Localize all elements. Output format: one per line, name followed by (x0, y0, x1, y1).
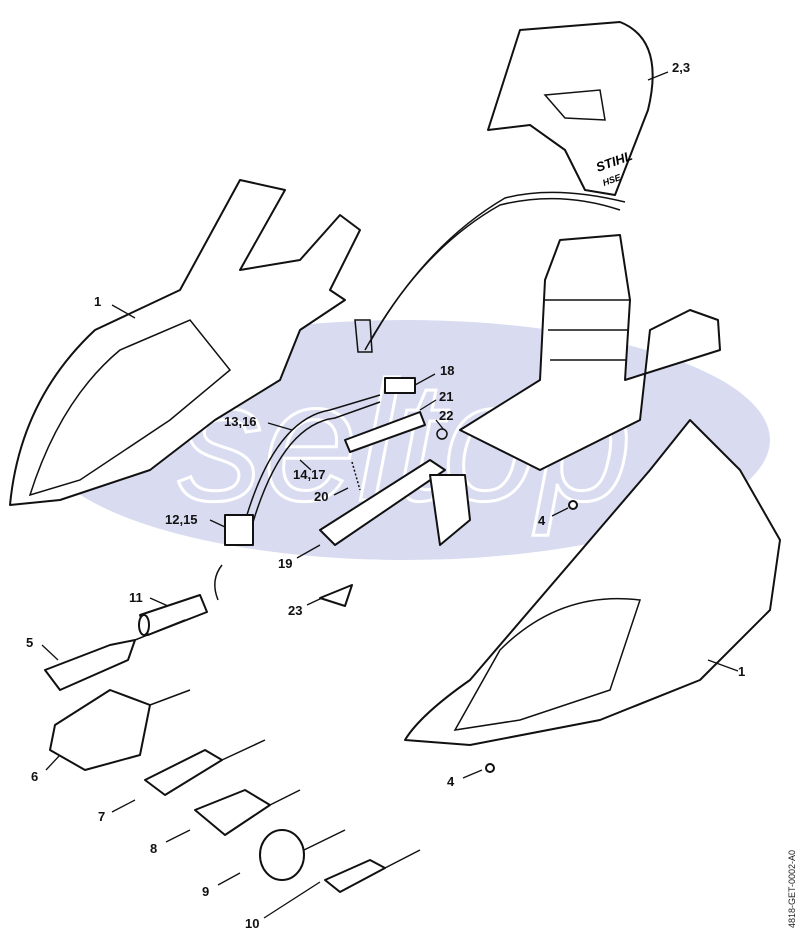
callout-7: 7 (98, 809, 105, 824)
part-plugs[interactable] (44, 619, 421, 893)
part-housing-left[interactable] (9, 179, 361, 506)
callout-21: 21 (439, 389, 453, 404)
callout-22: 22 (439, 408, 453, 423)
callout-12-15: 12,15 (165, 512, 198, 527)
leader-lines (41, 71, 739, 919)
callout-14-17: 14,17 (293, 467, 326, 482)
callout-6: 6 (31, 769, 38, 784)
callout-4-lower: 4 (447, 774, 455, 789)
callout-20: 20 (314, 489, 328, 504)
callout-19: 19 (278, 556, 292, 571)
callout-18: 18 (440, 363, 454, 378)
callout-13-16: 13,16 (224, 414, 257, 429)
part-cable-harness[interactable] (239, 191, 626, 541)
part-cover[interactable]: STIHL HSE (487, 21, 654, 196)
callout-9: 9 (202, 884, 209, 899)
callout-8: 8 (150, 841, 157, 856)
callout-11: 11 (129, 590, 143, 605)
callout-10: 10 (245, 916, 259, 931)
drawing-code: 4818-GET-0002-A0 (787, 849, 797, 928)
callout-2-3: 2,3 (672, 60, 690, 75)
callout-5: 5 (26, 635, 33, 650)
callout-1-right: 1 (738, 664, 745, 679)
part-housing-right[interactable] (404, 419, 781, 746)
part-motor-assembly[interactable] (459, 234, 721, 471)
callout-23: 23 (288, 603, 302, 618)
part-cable-sleeve[interactable] (138, 594, 208, 636)
callout-4: 4 (538, 513, 546, 528)
part-switch-components[interactable] (214, 377, 578, 773)
callout-1: 1 (94, 294, 101, 309)
callout-labels: 2,3 1 18 21 22 13,16 14,17 20 4 12,15 19… (26, 60, 745, 931)
